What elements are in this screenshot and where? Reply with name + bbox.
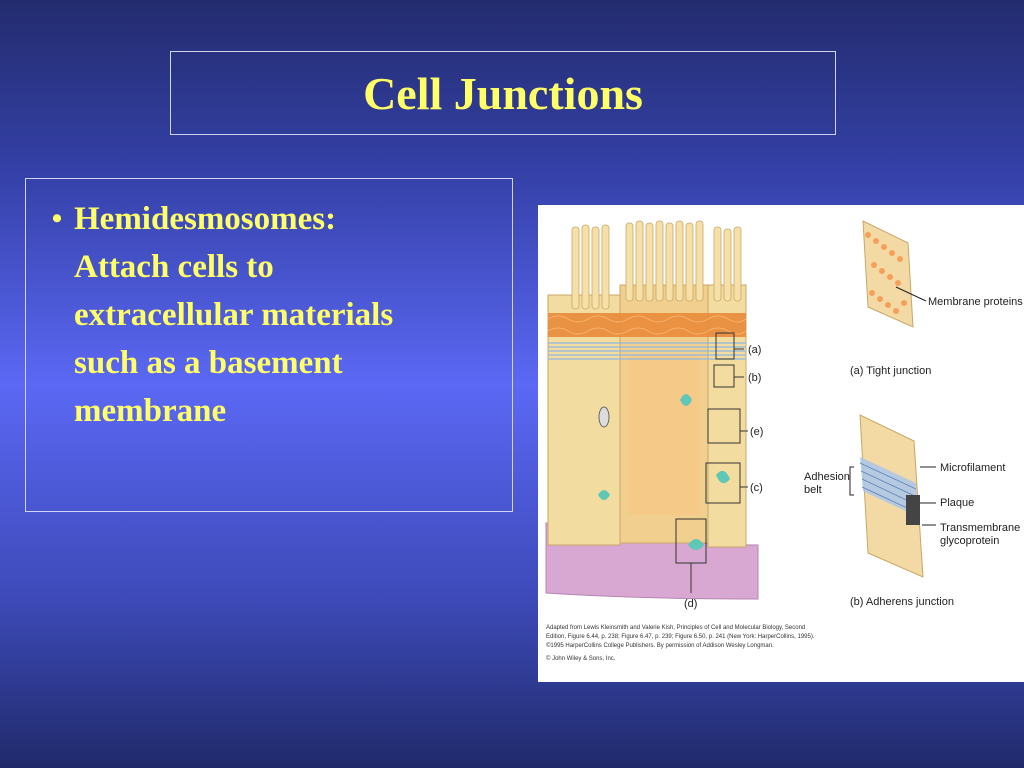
bullet-line: Hemidesmosomes:	[74, 201, 337, 237]
plaque-label: Plaque	[940, 497, 974, 509]
transmembrane-label-2: glycoprotein	[940, 535, 999, 547]
cell-diagram: (a) (b) (e) (c) (d) Membrane proteins (a…	[545, 220, 1023, 610]
transmembrane-label-1: Transmembrane	[940, 522, 1020, 534]
credit-line: © John Wiley & Sons, Inc.	[546, 656, 616, 662]
tight-junction-caption: (a) Tight junction	[850, 365, 931, 377]
microvilli	[571, 220, 742, 310]
adhesion-belt-label-2: belt	[804, 484, 822, 496]
bullet-line: extracellular materials	[74, 297, 394, 333]
bullet-line: membrane	[74, 393, 227, 429]
marker-d: (d)	[684, 598, 697, 610]
bullet-item: • Hemidesmosomes: Attach cells to extrac…	[40, 195, 492, 435]
marker-b: (b)	[748, 372, 761, 384]
adhesion-belt-label-1: Adhesion	[804, 471, 850, 483]
marker-a: (a)	[748, 344, 761, 356]
adherens-junction-caption: (b) Adherens junction	[850, 596, 954, 608]
membrane-proteins-label: Membrane proteins	[928, 296, 1023, 308]
marker-e: (e)	[750, 426, 763, 438]
title-box: Cell Junctions	[170, 51, 836, 135]
cell-junction-figure: (a) (b) (e) (c) (d) Membrane proteins (a…	[538, 205, 1024, 682]
bullet-line: such as a basement	[74, 345, 343, 381]
microfilament-label: Microfilament	[940, 462, 1005, 474]
credit-line: Adapted from Lewis Kleinsmith and Valeri…	[546, 625, 806, 631]
tight-junction-inset	[862, 220, 927, 328]
credit-line: Edition, Figure 6.44, p. 238; Figure 6.4…	[546, 634, 815, 640]
credit-line: ©1995 HarperCollins College Publishers. …	[546, 643, 774, 649]
slide-title: Cell Junctions	[363, 67, 643, 119]
bullet-marker: •	[51, 202, 63, 235]
adherens-junction-inset	[849, 414, 936, 578]
adherens-band	[548, 342, 746, 360]
figure-credit: Adapted from Lewis Kleinsmith and Valeri…	[546, 624, 846, 664]
bullet-line: Attach cells to	[74, 249, 274, 285]
bullet-text-box: • Hemidesmosomes: Attach cells to extrac…	[25, 178, 513, 512]
marker-c: (c)	[750, 482, 763, 494]
bullet-text: Hemidesmosomes: Attach cells to extracel…	[74, 195, 393, 435]
